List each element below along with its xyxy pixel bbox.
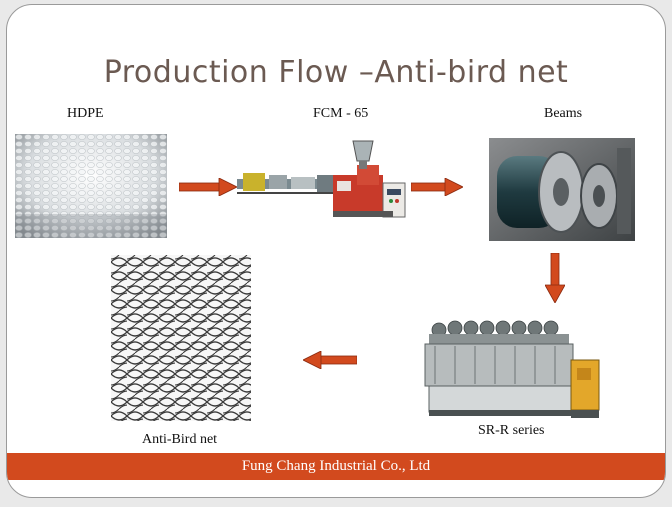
anti-bird-net-image — [111, 255, 251, 421]
fcm-65-machine-image — [233, 135, 409, 231]
beams-image — [489, 138, 635, 241]
hdpe-pellets-image — [15, 134, 167, 238]
arrow-left-icon — [303, 351, 357, 369]
arrow-down-icon — [545, 253, 565, 303]
footer-banner: Fung Chang Industrial Co., Ltd — [7, 453, 665, 480]
slide-title: Production Flow –Anti-bird net — [103, 55, 569, 90]
arrow-right-icon-1 — [179, 178, 237, 196]
label-anti-bird-net: Anti-Bird net — [142, 432, 218, 447]
label-sr-r-series: SR-R series — [478, 423, 545, 438]
label-fcm-65: FCM - 65 — [313, 106, 369, 121]
slide: Production Flow –Anti-bird net HDPE FCM … — [6, 4, 666, 498]
label-hdpe: HDPE — [67, 106, 104, 121]
sr-r-machine-image — [415, 316, 605, 422]
arrow-right-icon-2 — [411, 178, 463, 196]
label-beams: Beams — [544, 106, 583, 121]
